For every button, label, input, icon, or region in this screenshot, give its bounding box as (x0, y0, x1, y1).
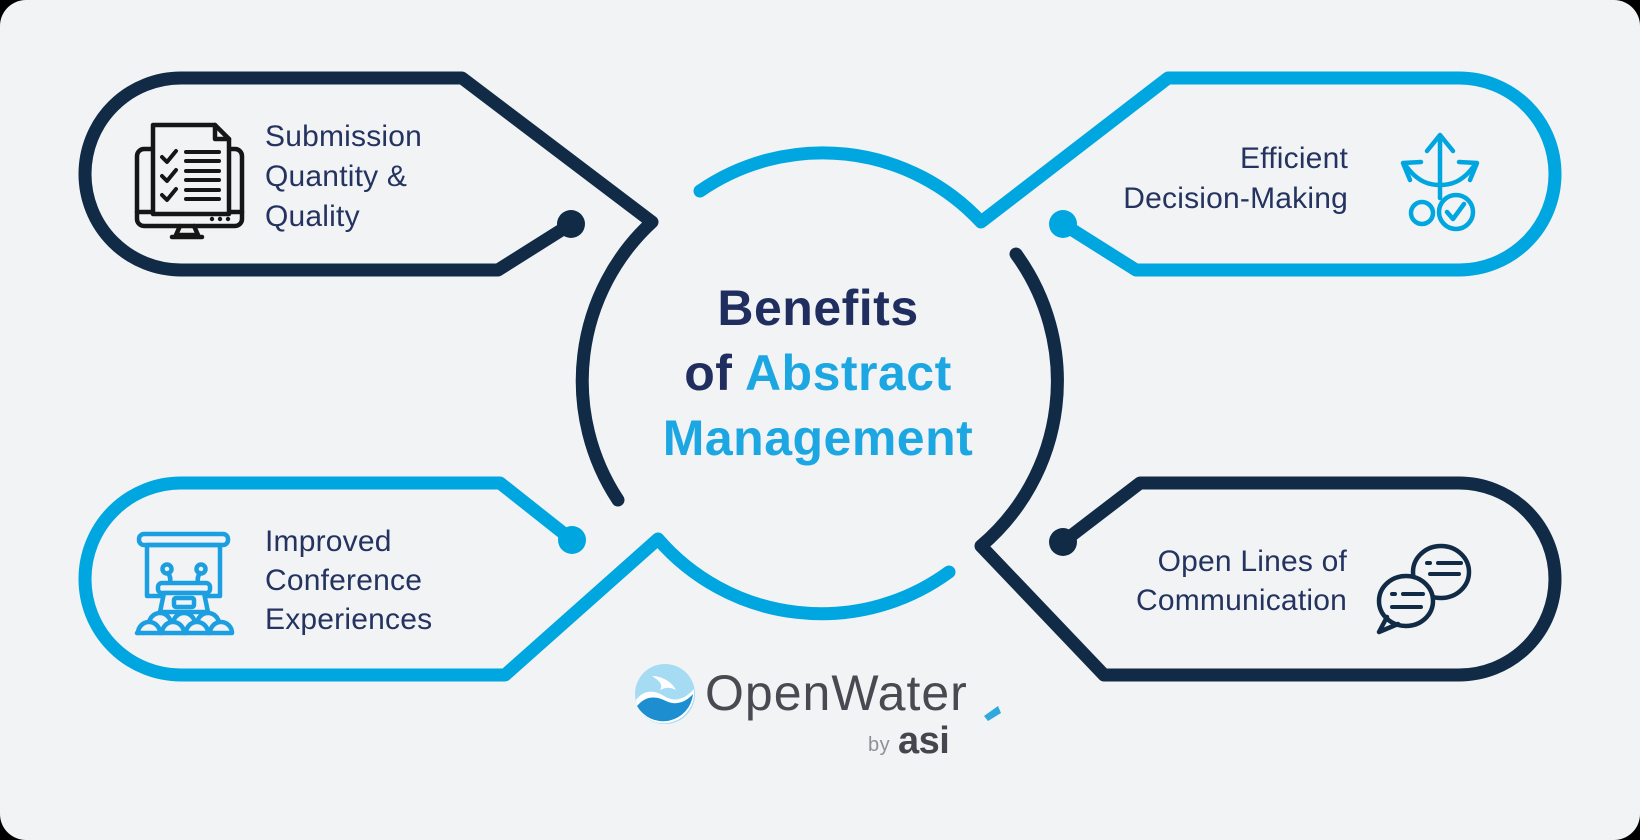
card-label-submission: Submission Quantity & Quality (265, 120, 423, 233)
card-label-decision: Efficient Decision-Making (1123, 142, 1348, 215)
title-line-2: of Abstract (684, 345, 952, 401)
checklist-monitor-icon (134, 122, 245, 240)
connector-dot (1049, 528, 1077, 556)
decision-arrows-icon (1400, 132, 1480, 232)
asi-accent-icon (984, 706, 1001, 721)
logo-by-text: by (868, 734, 891, 756)
speech-bubbles-icon (1376, 543, 1472, 635)
asi-wordmark: asi (898, 720, 950, 762)
title-line-1: Benefits (717, 280, 919, 336)
card-shape-submission (78, 71, 659, 507)
title-line-3: Management (662, 410, 974, 466)
card-label-communication: Open Lines of Communication (1135, 545, 1347, 617)
center-title: Benefits of Abstract Management (568, 276, 1068, 471)
connector-dot (1049, 210, 1077, 238)
card-shape-decision (693, 71, 1562, 277)
connector-dot (557, 210, 585, 238)
card-shape-communication (974, 247, 1562, 682)
card-shape-conference (78, 476, 956, 682)
openwater-wordmark: OpenWater (705, 665, 968, 721)
connector-dot (558, 526, 586, 554)
card-label-conference: Improved Conference Experiences (265, 525, 433, 636)
presentation-icon (134, 531, 235, 636)
openwater-logo-icon (635, 664, 695, 724)
